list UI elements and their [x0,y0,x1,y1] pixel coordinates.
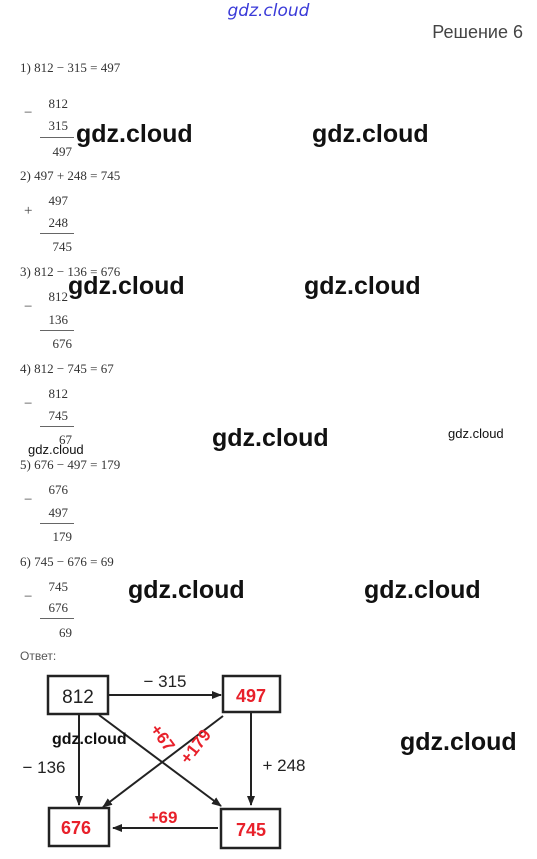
step-1-bottom: 315 [48,118,69,133]
watermark: gdz.cloud [448,426,504,441]
arrow-diag-2 [102,715,224,808]
step-1-top: 812 [48,96,69,111]
site-logo[interactable]: gdz.cloud [227,1,310,21]
op-bottom-label: +69 [149,808,178,827]
watermark: gdz.cloud [364,576,481,604]
step-4-top: 812 [48,386,69,401]
value-497: 497 [236,686,266,706]
answer-label: Ответ: [20,649,57,663]
step-4-rule [40,426,74,427]
step-5-bottom: 497 [48,505,69,520]
step-4-result: 67 [59,432,72,447]
step-1-rule [40,137,74,138]
step-6-top: 745 [48,579,69,594]
step-3-top: 812 [48,289,69,304]
step-2-sign: + [24,203,33,219]
step-3-result: 676 [52,336,73,351]
watermark: gdz.cloud [52,731,127,748]
box-top-right [221,674,282,714]
step-6-sign: − [24,589,33,605]
answer-diagram: 812 497 676 745 − 315 − 136 + 248 +69 +6… [22,672,306,850]
step-3-equation: 3) 812 − 136 = 676 [20,264,121,279]
box-bottom-right [219,807,282,850]
step-1-sign: − [24,105,33,121]
step-1-result: 497 [52,144,73,159]
step-5-top: 676 [48,482,69,497]
step-3-sign: − [24,299,33,315]
watermark: gdz.cloud [76,120,193,148]
arrow-diag-1 [98,714,222,807]
op-top-label: − 315 [143,672,186,691]
op-left-label: − 136 [22,758,65,777]
step-4-bottom: 745 [48,408,69,423]
step-2-result: 745 [52,239,73,254]
step-2-equation: 2) 497 + 248 = 745 [20,168,121,183]
step-5-equation: 5) 676 − 497 = 179 [20,457,121,472]
step-2-rule [40,233,74,234]
box-bottom-left [47,806,111,848]
op-right-label: + 248 [262,756,305,775]
step-4-equation: 4) 812 − 745 = 67 [20,361,114,376]
step-1-equation: 1) 812 − 315 = 497 [20,60,121,75]
step-6-bottom: 676 [48,600,69,615]
watermark: gdz.cloud [68,272,185,300]
step-5-rule [40,523,74,524]
box-top-left [46,674,110,716]
step-2-bottom: 248 [48,215,69,230]
step-4-sign: − [24,396,33,412]
watermark: gdz.cloud [128,576,245,604]
step-6-equation: 6) 745 − 676 = 69 [20,554,114,569]
step-5-result: 179 [52,529,73,544]
value-745: 745 [236,820,266,840]
step-6-result: 69 [59,625,72,640]
step-5-sign: − [24,492,33,508]
value-812: 812 [62,687,94,708]
watermark: gdz.cloud [28,442,84,457]
step-6-rule [40,618,74,619]
step-3-bottom: 136 [48,312,69,327]
op-diag-1-label: +67 [146,721,178,756]
step-3-rule [40,330,74,331]
page-title: Решение 6 [432,22,523,42]
watermark: gdz.cloud [212,424,329,452]
value-676: 676 [61,818,91,838]
watermark: gdz.cloud [400,728,517,756]
step-2-top: 497 [48,193,69,208]
watermark: gdz.cloud [304,272,421,300]
watermark: gdz.cloud [312,120,429,148]
